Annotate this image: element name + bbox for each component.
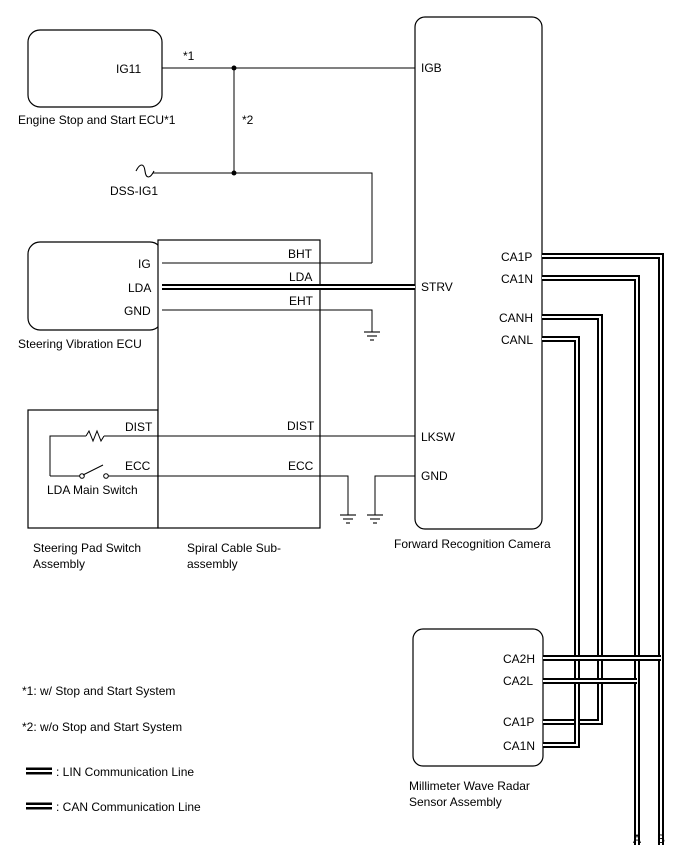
- note-1: *1: w/ Stop and Start System: [22, 684, 175, 698]
- engine-stop-start-ecu-box: [27, 29, 163, 108]
- camera-pin-ca1n: CA1N: [501, 272, 533, 286]
- camera-pin-ca1p: CA1P: [501, 250, 532, 264]
- radar-label-1: Millimeter Wave Radar: [409, 779, 530, 793]
- camera-pin-strv: STRV: [421, 280, 453, 294]
- spiral-pin-eht: EHT: [289, 294, 314, 308]
- fuse-label: DSS-IG1: [110, 184, 158, 198]
- lda-main-switch-icon: [82, 464, 104, 476]
- ground-icon: [367, 514, 383, 524]
- pad-pin-ecc: ECC: [125, 459, 151, 473]
- millimeter-wave-radar-box: [412, 628, 544, 767]
- forward-recognition-camera-box: [414, 16, 543, 530]
- sv-ecu-pin-ig: IG: [138, 257, 151, 271]
- camera-pin-canh: CANH: [499, 311, 533, 325]
- camera-pin-gnd: GND: [421, 469, 448, 483]
- spiral-cable-label-2: assembly: [187, 557, 238, 571]
- ground-icon: [364, 331, 380, 341]
- fuse-icon: [135, 164, 155, 178]
- switch-contact: [103, 473, 109, 479]
- wire-note-2: *2: [242, 113, 254, 127]
- sv-ecu-pin-lda: LDA: [128, 281, 151, 295]
- can-line-a: [542, 275, 640, 845]
- camera-pin-canl: CANL: [501, 333, 533, 347]
- wire-note-1: *1: [183, 49, 195, 63]
- spiral-pin-bht: BHT: [288, 247, 313, 261]
- ground-icon: [340, 514, 356, 524]
- lin-legend-label: : LIN Communication Line: [56, 765, 194, 779]
- radar-pin-ca1n: CA1N: [503, 739, 535, 753]
- splice-dot: [231, 65, 237, 71]
- steering-pad-label-2: Assembly: [33, 557, 85, 571]
- camera-pin-igb: IGB: [421, 61, 442, 75]
- engine-ecu-label: Engine Stop and Start ECU*1: [18, 113, 176, 127]
- ecc-ground-wire: [108, 475, 349, 515]
- spiral-pin-ecc: ECC: [288, 459, 314, 473]
- note-2: *2: w/o Stop and Start System: [22, 720, 182, 734]
- radar-label-2: Sensor Assembly: [409, 795, 502, 809]
- resistor-icon: [85, 429, 105, 443]
- camera-pin-lksw: LKSW: [421, 430, 456, 444]
- spiral-cable-label-1: Spiral Cable Sub-: [187, 541, 281, 555]
- camera-gnd-wire: [374, 475, 415, 515]
- lda-main-switch-label: LDA Main Switch: [47, 483, 138, 497]
- engine-ecu-pin-ig11: IG11: [116, 62, 141, 76]
- steering-vibration-ecu-label: Steering Vibration ECU: [18, 337, 142, 351]
- spiral-pin-dist: DIST: [287, 419, 315, 433]
- connector-a-label: A: [633, 832, 641, 846]
- sv-ecu-pin-gnd: GND: [124, 304, 151, 318]
- can-legend-label: : CAN Communication Line: [56, 800, 201, 814]
- gnd-eht-wire: [162, 309, 373, 332]
- can-line-b: [542, 253, 664, 845]
- dss-ig1-feed-wire: [153, 172, 373, 263]
- spiral-pin-lda: LDA: [289, 270, 312, 284]
- radar-pin-ca1p: CA1P: [503, 715, 534, 729]
- pad-pin-dist: DIST: [125, 420, 153, 434]
- splice-dot: [231, 170, 237, 176]
- can-line-canl: [542, 336, 580, 748]
- steering-pad-label-1: Steering Pad Switch: [33, 541, 141, 555]
- connector-b-label: B: [657, 832, 665, 846]
- radar-pin-ca2l: CA2L: [503, 674, 533, 688]
- switch-loop-wire: [49, 435, 86, 476]
- radar-pin-ca2h: CA2H: [503, 652, 535, 666]
- forward-recognition-camera-label: Forward Recognition Camera: [394, 537, 551, 551]
- can-line-canh: [542, 314, 603, 725]
